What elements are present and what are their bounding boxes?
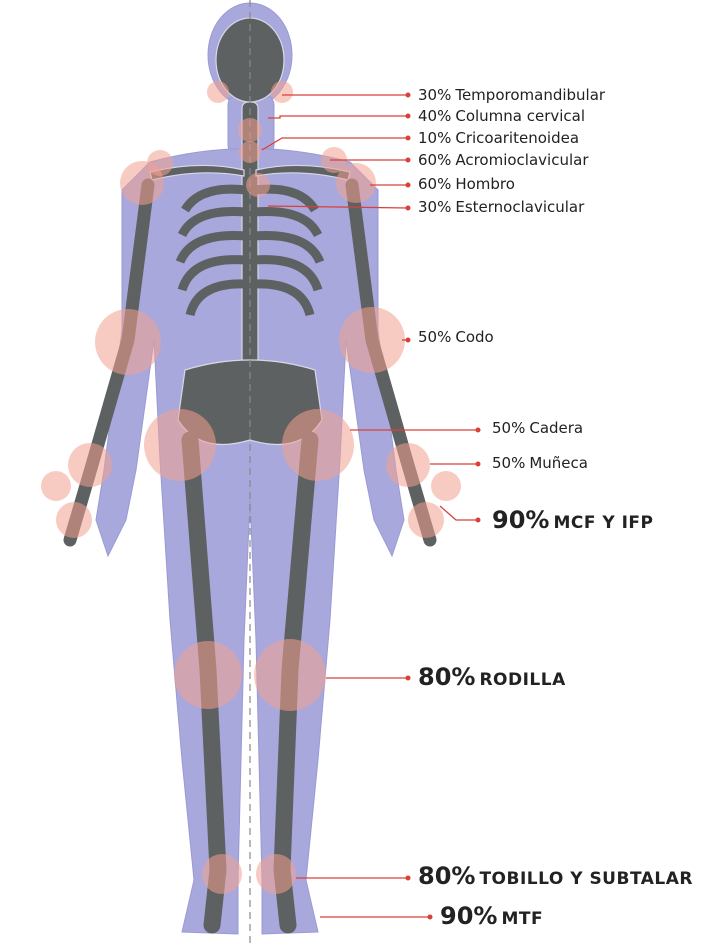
label-percent: 60% [418,151,451,169]
label-percent: 50% [492,419,525,437]
joint-muneca-right [386,443,430,487]
label-percent: 50% [492,454,525,472]
label-tobillo: 80%TOBILLO Y SUBTALAR [418,862,693,893]
label-cricoaritenoidea: 10%Cricoaritenoidea [418,129,579,147]
label-percent: 30% [418,198,451,216]
label-mtf: 90%MTF [440,902,543,933]
joint-cadera-left [144,409,216,481]
label-name: Cadera [529,419,583,437]
label-name: Cricoaritenoidea [455,129,579,147]
joint-mcf-right-b [408,502,444,538]
joint-rodilla-right [254,639,326,711]
label-acromioclavicular: 60%Acromioclavicular [418,151,589,169]
joint-rodilla-left [174,641,242,709]
joint-cervical [238,118,262,142]
joint-hombro-right [336,163,376,203]
label-hombro: 60%Hombro [418,175,515,193]
label-name: Esternoclavicular [455,198,584,216]
label-name: RODILLA [479,670,565,690]
joint-temporomandibular-right [271,81,293,103]
joint-codo-right [339,307,405,373]
label-percent: 30% [418,86,451,104]
joint-cadera-right [282,409,354,481]
label-temporomandibular: 30%Temporomandibular [418,86,605,104]
joint-mcf-right-a [431,471,461,501]
joint-mcf-left-b [56,502,92,538]
joint-mcf-left-a [41,471,71,501]
label-name: Columna cervical [455,107,585,125]
label-name: Acromioclavicular [455,151,588,169]
label-name: Hombro [455,175,515,193]
label-percent: 90% [440,902,497,930]
label-name: MCF Y IFP [553,513,653,533]
joint-tobillo-left [202,854,242,894]
label-name: Codo [455,328,493,346]
label-name: MTF [501,909,543,929]
label-mcf: 90%MCF Y IFP [492,506,654,537]
label-percent: 40% [418,107,451,125]
label-name: Temporomandibular [455,86,605,104]
label-codo: 50%Codo [418,328,494,346]
label-cervical: 40%Columna cervical [418,107,585,125]
joint-tobillo-right [256,854,296,894]
label-percent: 50% [418,328,451,346]
joint-codo-left [95,309,161,375]
joint-hombro-left [120,161,164,205]
joint-cricoaritenoidea [239,141,261,163]
joint-temporomandibular-left [207,81,229,103]
joint-muneca-left [68,443,112,487]
label-name: Muñeca [529,454,588,472]
label-percent: 90% [492,506,549,534]
label-percent: 80% [418,663,475,691]
joint-esternoclavicular [246,173,270,197]
label-percent: 80% [418,862,475,890]
label-percent: 60% [418,175,451,193]
label-name: TOBILLO Y SUBTALAR [479,869,693,889]
label-rodilla: 80%RODILLA [418,663,566,694]
label-percent: 10% [418,129,451,147]
label-cadera: 50%Cadera [492,419,583,437]
label-muneca: 50%Muñeca [492,454,588,472]
label-esternoclavicular: 30%Esternoclavicular [418,198,584,216]
